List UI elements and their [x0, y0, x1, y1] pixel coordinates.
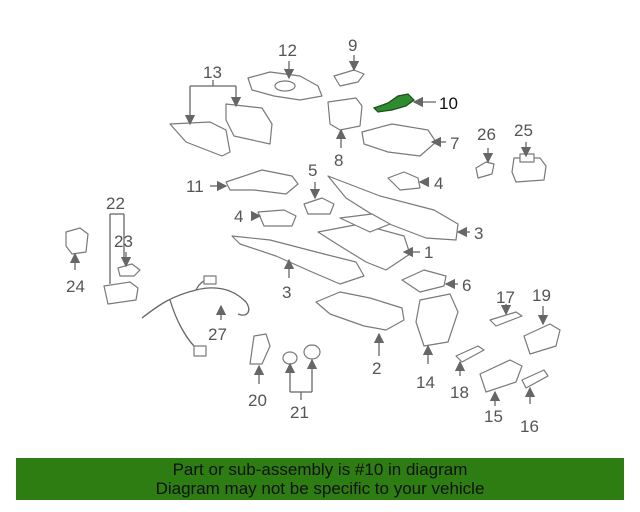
part-16-shape[interactable] — [521, 369, 549, 389]
part-3a-shape[interactable] — [327, 175, 459, 241]
part-7-shape[interactable] — [361, 123, 437, 157]
callout-4-upper: 4 — [434, 174, 443, 193]
part-27-shape[interactable] — [141, 275, 250, 357]
callout-12: 12 — [278, 41, 297, 60]
callout-26: 26 — [477, 125, 496, 144]
callout-1: 1 — [424, 243, 433, 262]
callout-9: 9 — [348, 36, 357, 55]
callout-16: 16 — [520, 417, 539, 436]
part-22-shape[interactable] — [103, 281, 139, 305]
callout-10: 10 — [439, 94, 458, 113]
callout-3-lower: 3 — [282, 283, 291, 302]
part-14-shape[interactable] — [415, 293, 459, 347]
callout-17-label: 17 — [496, 288, 515, 307]
callout-24: 24 — [66, 277, 85, 296]
part-15-shape[interactable] — [479, 359, 523, 393]
callout-20: 20 — [248, 391, 267, 410]
part-17-shape[interactable] — [489, 311, 523, 327]
part-8-shape[interactable] — [327, 97, 363, 131]
part-26-shape[interactable] — [475, 161, 495, 179]
part-11-shape[interactable] — [225, 169, 299, 195]
callout-2: 2 — [372, 359, 381, 378]
part-19-shape[interactable] — [523, 323, 561, 355]
callout-25: 25 — [514, 121, 533, 140]
part-24-shape[interactable] — [65, 227, 89, 255]
diagram-footer-banner: Part or sub-assembly is #10 in diagram D… — [16, 458, 624, 500]
callout-11: 11 — [186, 177, 204, 196]
part-1-shape[interactable] — [317, 213, 411, 271]
callout-18: 18 — [450, 383, 469, 402]
callout-7: 7 — [450, 134, 459, 153]
part-23-shape[interactable] — [117, 263, 141, 277]
part-9-shape[interactable] — [333, 69, 365, 87]
callout-3-upper: 3 — [474, 224, 483, 243]
footer-line-2: Diagram may not be specific to your vehi… — [155, 479, 485, 498]
part-2-shape[interactable] — [315, 291, 405, 331]
callout-27: 27 — [208, 325, 227, 344]
callout-5: 5 — [308, 161, 317, 180]
part-4a-shape[interactable] — [387, 171, 421, 191]
part-6-shape[interactable] — [401, 269, 447, 293]
part-20-shape[interactable] — [249, 333, 271, 365]
part-3b-shape[interactable] — [231, 235, 365, 285]
callout-19: 19 — [532, 286, 551, 305]
part-21-shape[interactable] — [282, 344, 321, 365]
footer-line-1: Part or sub-assembly is #10 in diagram — [172, 460, 468, 479]
part-10-shape[interactable] — [372, 93, 415, 113]
part-25-shape[interactable] — [511, 153, 547, 183]
callout-15: 15 — [484, 407, 503, 426]
callout-21: 21 — [290, 403, 309, 422]
callout-6: 6 — [462, 276, 471, 295]
callout-4-left: 4 — [234, 207, 243, 226]
part-18-shape[interactable] — [455, 345, 485, 363]
callout-22: 22 — [106, 194, 125, 213]
callout-8: 8 — [334, 151, 343, 170]
part-12-shape[interactable] — [247, 71, 323, 101]
part-4b-shape[interactable] — [257, 209, 297, 227]
callout-14: 14 — [416, 373, 435, 392]
part-5-shape[interactable] — [303, 197, 335, 215]
callout-13: 13 — [203, 63, 222, 82]
parts-diagram: 12 9 10 13 8 7 26 25 11 5 4 3 — [65, 36, 561, 436]
part-13-shape[interactable] — [169, 103, 273, 157]
